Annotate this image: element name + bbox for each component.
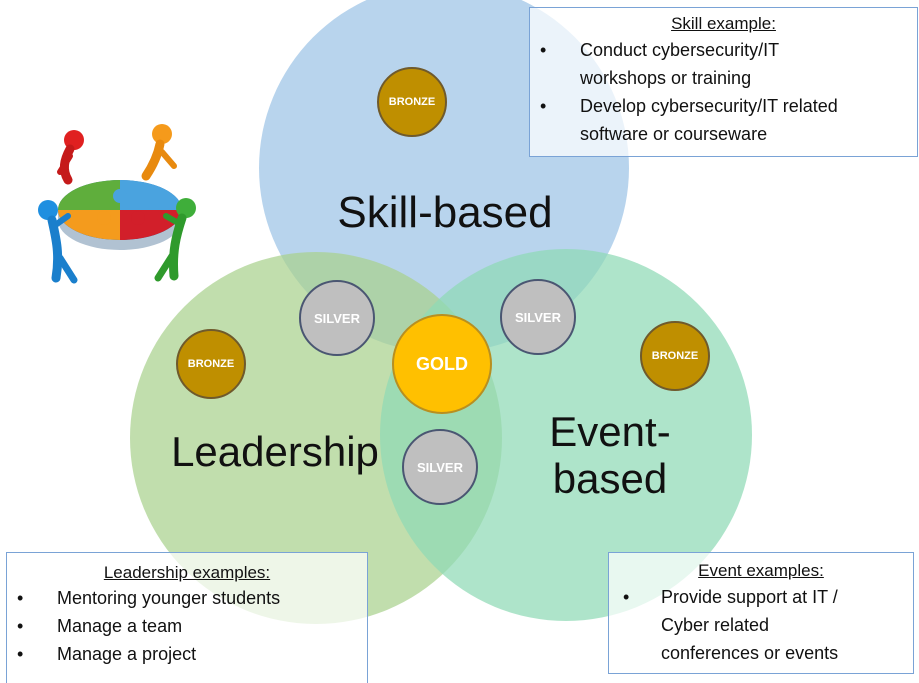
bullet: • xyxy=(540,40,547,60)
skill-example-line: workshops or training xyxy=(580,68,752,88)
silver-medal-skill-event: SILVER xyxy=(500,279,576,355)
bullet: • xyxy=(17,616,24,636)
leadership-example-item: • Mentoring younger students xyxy=(17,584,357,612)
skill-example-item: • Develop cybersecurity/IT related softw… xyxy=(540,92,907,148)
skill-example-line: Conduct cybersecurity/IT xyxy=(580,40,780,60)
event-example-line: Cyber related xyxy=(661,615,770,635)
leadership-example-text: Manage a project xyxy=(57,644,197,664)
leadership-example-text: Manage a team xyxy=(57,616,183,636)
bullet: • xyxy=(540,96,547,116)
event-example-line: Provide support at IT / xyxy=(661,587,838,607)
event-example-title: Event examples: xyxy=(698,561,824,580)
bullet: • xyxy=(623,587,630,607)
bronze-medal-leadership: BRONZE xyxy=(176,329,246,399)
gold-medal-center: GOLD xyxy=(392,314,492,414)
silver-medal-leadership-event: SILVER xyxy=(402,429,478,505)
skill-example-box: Skill example: • Conduct cybersecurity/I… xyxy=(529,7,918,157)
skill-based-label: Skill-based xyxy=(337,188,553,237)
leadership-example-text: Mentoring younger students xyxy=(57,588,281,608)
teamwork-puzzle-people-icon xyxy=(38,124,196,284)
skill-example-line: software or courseware xyxy=(580,124,768,144)
leadership-example-title: Leadership examples: xyxy=(103,563,271,582)
bullet: • xyxy=(17,588,24,608)
event-example-line: conferences or events xyxy=(661,643,839,663)
event-based-label-line1: Event- xyxy=(549,408,671,455)
leadership-example-box: Leadership examples: • Mentoring younger… xyxy=(6,552,368,683)
event-example-box: Event examples: • Provide support at IT … xyxy=(608,552,914,674)
skill-example-list: • Conduct cybersecurity/IT workshops or … xyxy=(540,36,907,148)
bullet: • xyxy=(17,644,24,664)
bronze-medal-event: BRONZE xyxy=(640,321,710,391)
silver-medal-skill-leadership: SILVER xyxy=(299,280,375,356)
leadership-example-item: • Manage a project xyxy=(17,640,357,668)
event-based-label: Event- based xyxy=(525,408,695,502)
leadership-example-item: • Manage a team xyxy=(17,612,357,640)
bronze-medal-skill: BRONZE xyxy=(377,67,447,137)
event-example-list: • Provide support at IT / Cyber related … xyxy=(619,583,903,667)
skill-example-item: • Conduct cybersecurity/IT workshops or … xyxy=(540,36,907,92)
skill-example-title: Skill example: xyxy=(671,14,776,33)
skill-example-line: Develop cybersecurity/IT related xyxy=(580,96,838,116)
event-based-label-line2: based xyxy=(552,455,668,503)
leadership-example-list: • Mentoring younger students • Manage a … xyxy=(17,584,357,668)
leadership-label: Leadership xyxy=(171,428,379,475)
event-example-item: • Provide support at IT / Cyber related … xyxy=(619,583,903,667)
